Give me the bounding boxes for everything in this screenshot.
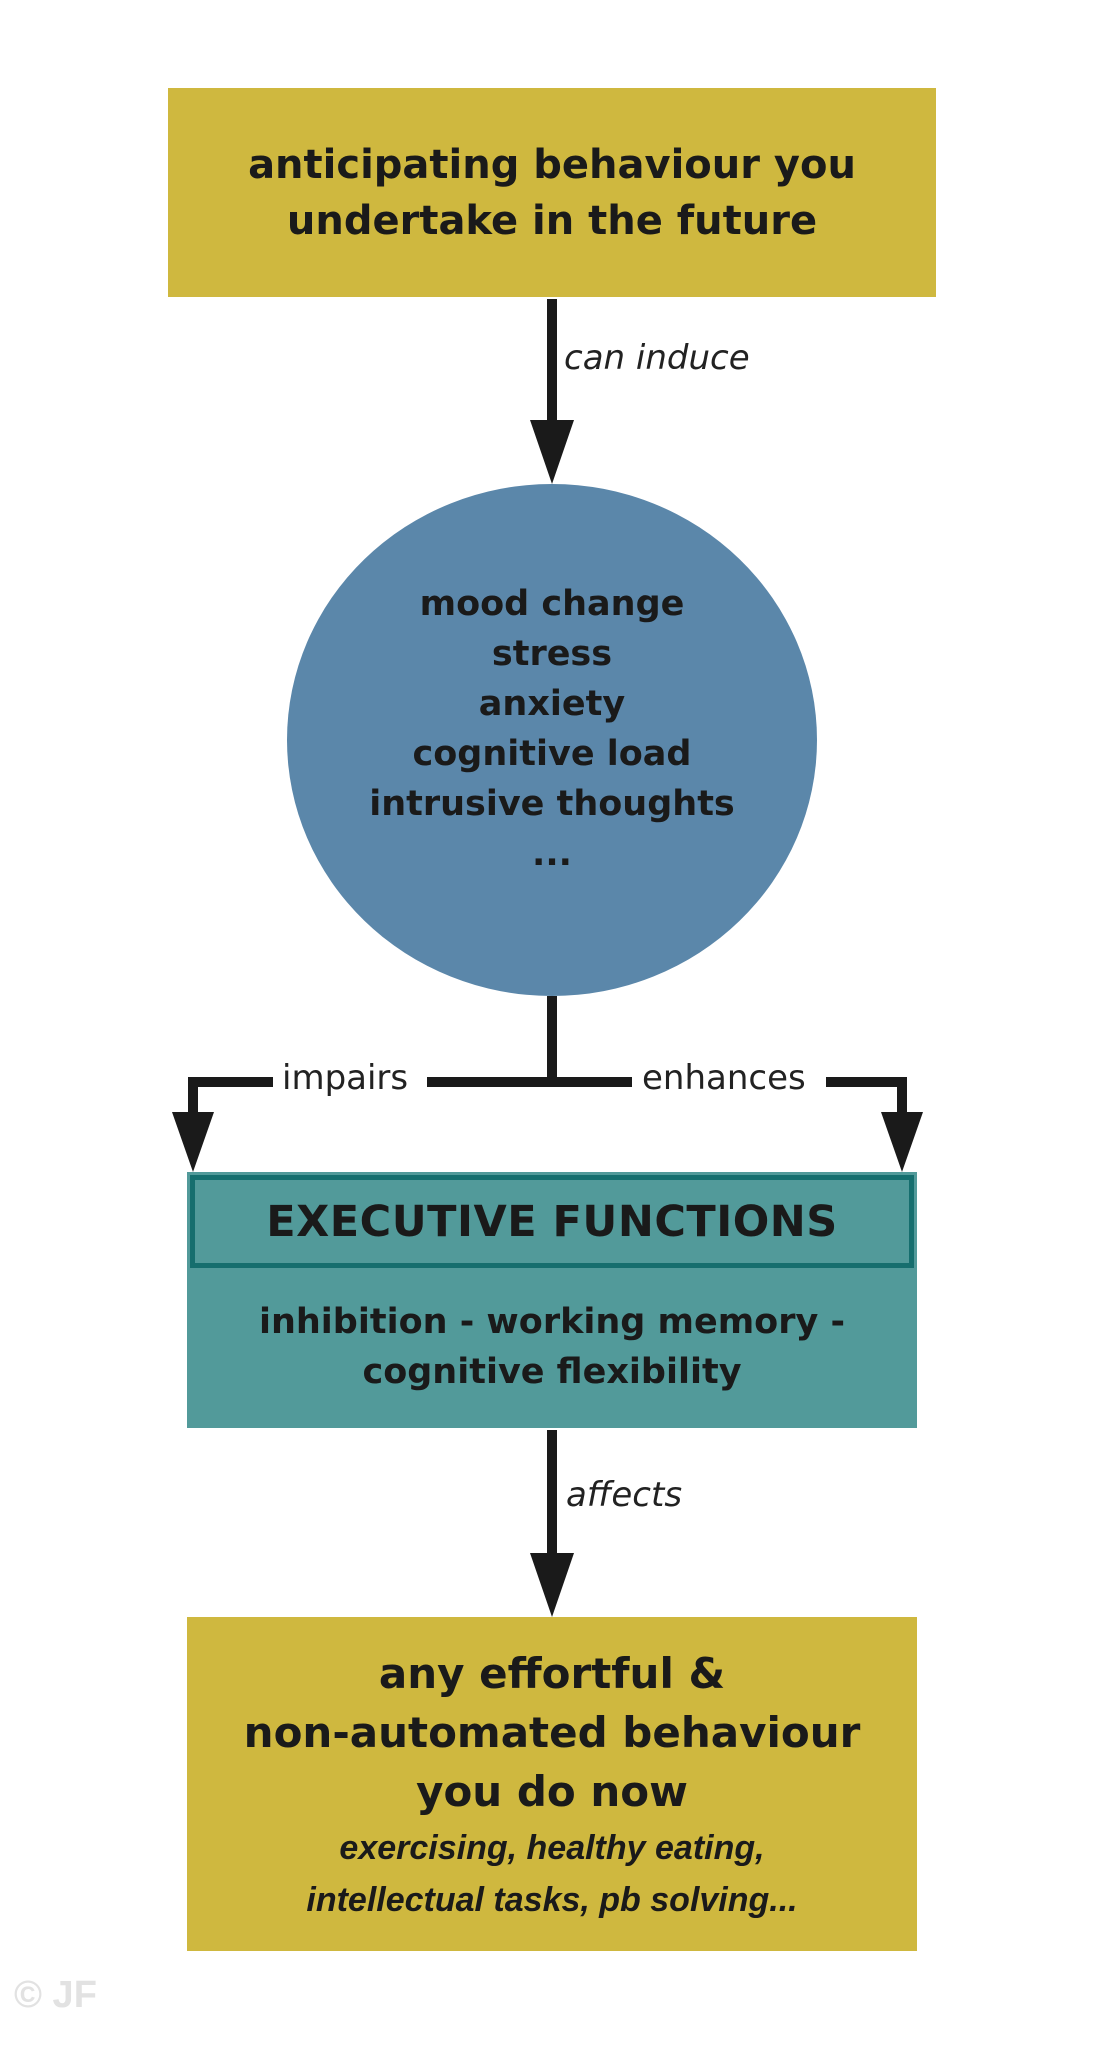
bottom-example-line-1: exercising, healthy eating,	[339, 1828, 765, 1867]
arrowhead-affects	[530, 1553, 574, 1617]
arrowhead-enhances	[881, 1112, 923, 1172]
label-impairs: impairs	[282, 1058, 409, 1098]
circle-effects: mood change stress anxiety cognitive loa…	[287, 484, 817, 996]
bottom-main-line-3: you do now	[416, 1766, 688, 1816]
circle-item-anxiety: anxiety	[478, 684, 626, 724]
bottom-example-line-2: intellectual tasks, pb solving...	[306, 1880, 798, 1919]
bottom-main-line-1: any effortful &	[378, 1648, 726, 1698]
circle-item-ellipsis: ...	[532, 834, 572, 874]
arrowhead-can-induce	[530, 420, 574, 484]
top-box-line-2: undertake in the future	[286, 197, 818, 244]
top-box-anticipating-behaviour: anticipating behaviour you undertake in …	[168, 88, 936, 297]
copyright-watermark: © JF	[14, 1974, 97, 2016]
circle-item-mood-change: mood change	[419, 584, 685, 624]
bottom-box-effortful-behaviour: any effortful & non-automated behaviour …	[187, 1617, 917, 1951]
label-can-induce: can induce	[564, 338, 750, 378]
executive-functions-box: EXECUTIVE FUNCTIONS inhibition - working…	[187, 1172, 917, 1428]
label-enhances: enhances	[642, 1058, 806, 1098]
arrowhead-impairs	[172, 1112, 214, 1172]
top-box-line-1: anticipating behaviour you	[248, 141, 856, 188]
circle-item-stress: stress	[491, 634, 613, 674]
executive-line-2: cognitive flexibility	[362, 1352, 742, 1392]
label-affects: affects	[566, 1475, 683, 1515]
executive-functions-title: EXECUTIVE FUNCTIONS	[190, 1175, 914, 1268]
circle-item-cognitive-load: cognitive load	[412, 734, 692, 774]
bottom-main-line-2: non-automated behaviour	[243, 1707, 861, 1757]
executive-functions-list: inhibition - working memory - cognitive …	[187, 1274, 917, 1428]
circle-item-intrusive-thoughts: intrusive thoughts	[369, 784, 735, 824]
executive-line-1: inhibition - working memory -	[258, 1302, 846, 1342]
